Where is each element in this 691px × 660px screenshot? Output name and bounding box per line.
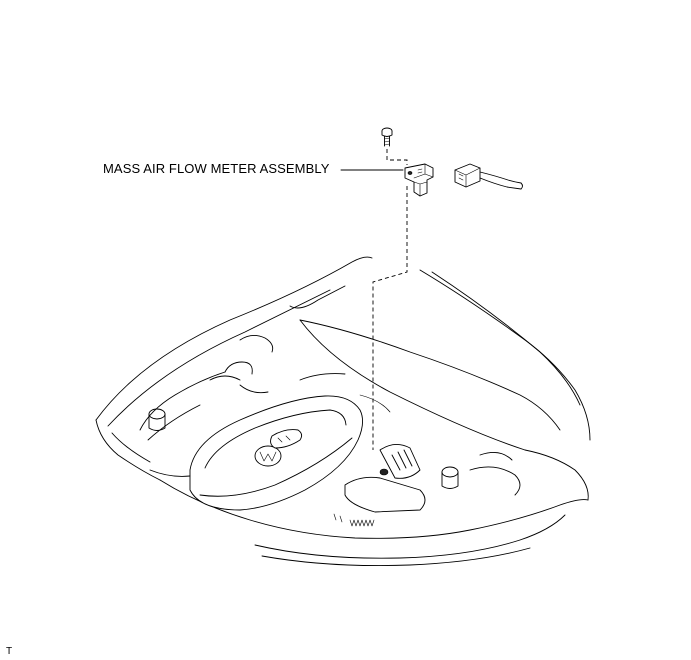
- connector-part: [454, 163, 523, 190]
- engine-compartment: [95, 256, 591, 567]
- bolt-part: [381, 127, 393, 147]
- corner-mark: T: [6, 646, 13, 657]
- install-guide-line: [372, 186, 408, 450]
- mass-air-flow-meter-part: [404, 163, 434, 197]
- bolt-guide-line: [386, 149, 408, 165]
- mass-air-flow-meter-label: MASS AIR FLOW METER ASSEMBLY: [103, 161, 330, 176]
